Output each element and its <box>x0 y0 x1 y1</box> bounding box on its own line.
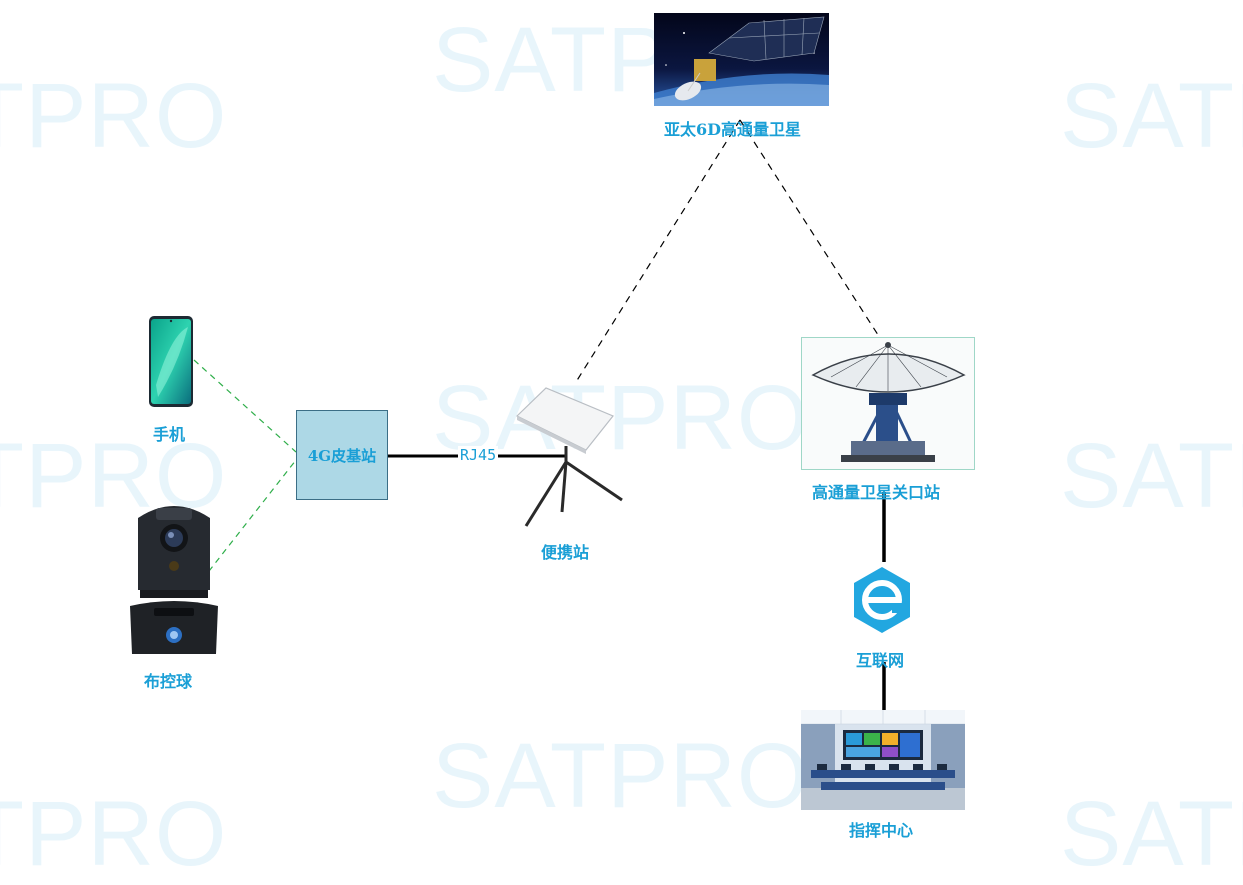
ptz-camera-image <box>130 506 218 654</box>
watermark: SATPRO <box>432 725 810 827</box>
base-station-label: 4G皮基站 <box>307 446 377 465</box>
portable-station-label: 便携站 <box>541 543 590 562</box>
satellite-image <box>654 13 829 106</box>
watermark: SATPRO <box>1060 65 1243 167</box>
dish-antenna-image <box>801 337 975 470</box>
internet-e-icon <box>854 567 910 633</box>
satellite-link-gateway <box>739 119 881 339</box>
flat-panel-terminal-image <box>515 387 623 527</box>
command-center-label: 指挥中心 <box>849 821 914 840</box>
gateway-label: 高通量卫星关口站 <box>812 483 941 502</box>
internet-label: 互联网 <box>856 651 905 670</box>
base-station-box: 4G皮基站 <box>296 410 388 500</box>
rj45-label: RJ45 <box>458 446 499 464</box>
watermark: SATPRO <box>1060 425 1243 527</box>
watermark: SATPRO <box>0 65 228 167</box>
smartphone-image <box>149 316 193 407</box>
phone-label: 手机 <box>153 425 186 444</box>
control-room-image <box>801 710 965 810</box>
wireless-link-camera <box>201 459 297 581</box>
satellite-label: 亚太6D高通量卫星 <box>664 120 802 139</box>
ptz-camera-label: 布控球 <box>144 672 193 691</box>
watermark: SATPRO <box>0 425 228 527</box>
wireless-link-phone <box>193 359 297 453</box>
satellite-link-portable <box>575 119 741 383</box>
